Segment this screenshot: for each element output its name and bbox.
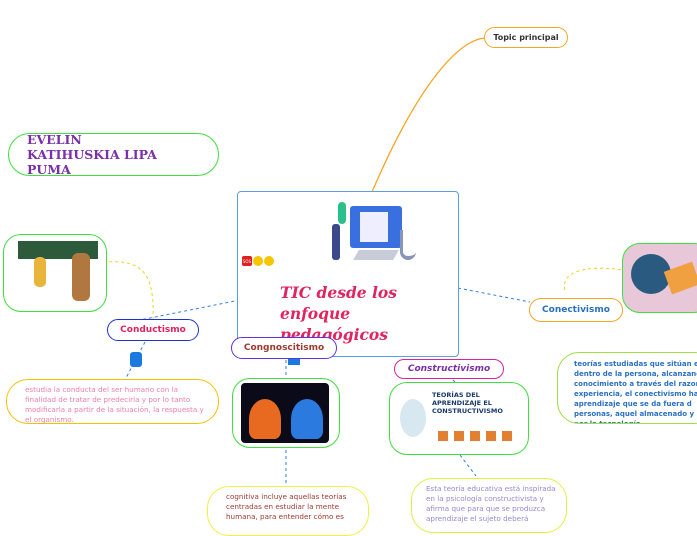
central-node[interactable]: SOS TIC desde los enfoque pedagógicos bbox=[237, 191, 459, 365]
topic-principal-node[interactable]: Topic principal bbox=[484, 27, 568, 48]
author-node[interactable]: EVELIN KATIHUSKIA LIPA PUMA bbox=[8, 132, 219, 177]
grin-emoji-icon bbox=[264, 256, 274, 266]
conductismo-image bbox=[3, 234, 107, 312]
pink-branch-node[interactable]: Constructivismo bbox=[394, 359, 504, 379]
constructivismo-caption: TEORÍAS DEL APRENDIZAJE EL CONSTRUCTIVIS… bbox=[432, 391, 503, 415]
constructivismo-text: Esta teoría educativa está inspirada en … bbox=[411, 478, 567, 533]
tongue-emoji-icon bbox=[253, 256, 263, 266]
computer-illustration bbox=[326, 200, 426, 272]
conectivismo-node[interactable]: Conectivismo bbox=[529, 298, 623, 322]
central-icons: SOS bbox=[242, 256, 274, 266]
constructivismo-image: TEORÍAS DEL APRENDIZAJE EL CONSTRUCTIVIS… bbox=[389, 382, 529, 455]
conductismo-text: estudia la conducta del ser humano con l… bbox=[6, 379, 219, 424]
cognoscitismo-node[interactable]: Congnoscitismo bbox=[231, 337, 337, 359]
author-name: EVELIN KATIHUSKIA LIPA PUMA bbox=[27, 132, 157, 177]
drag-handle[interactable] bbox=[130, 352, 142, 367]
central-title: TIC desde los enfoque pedagógicos bbox=[280, 283, 397, 344]
conectivismo-image bbox=[622, 243, 697, 313]
sos-icon: SOS bbox=[242, 256, 252, 266]
conductismo-node[interactable]: Conductismo bbox=[107, 319, 199, 341]
cognoscitismo-image bbox=[232, 378, 340, 448]
conectivismo-text: teorías estudiadas que sitúan el dentro … bbox=[557, 352, 697, 424]
central-handle[interactable] bbox=[288, 357, 300, 365]
cognoscitismo-text: cognitiva incluye aquellas teorías centr… bbox=[207, 486, 369, 536]
